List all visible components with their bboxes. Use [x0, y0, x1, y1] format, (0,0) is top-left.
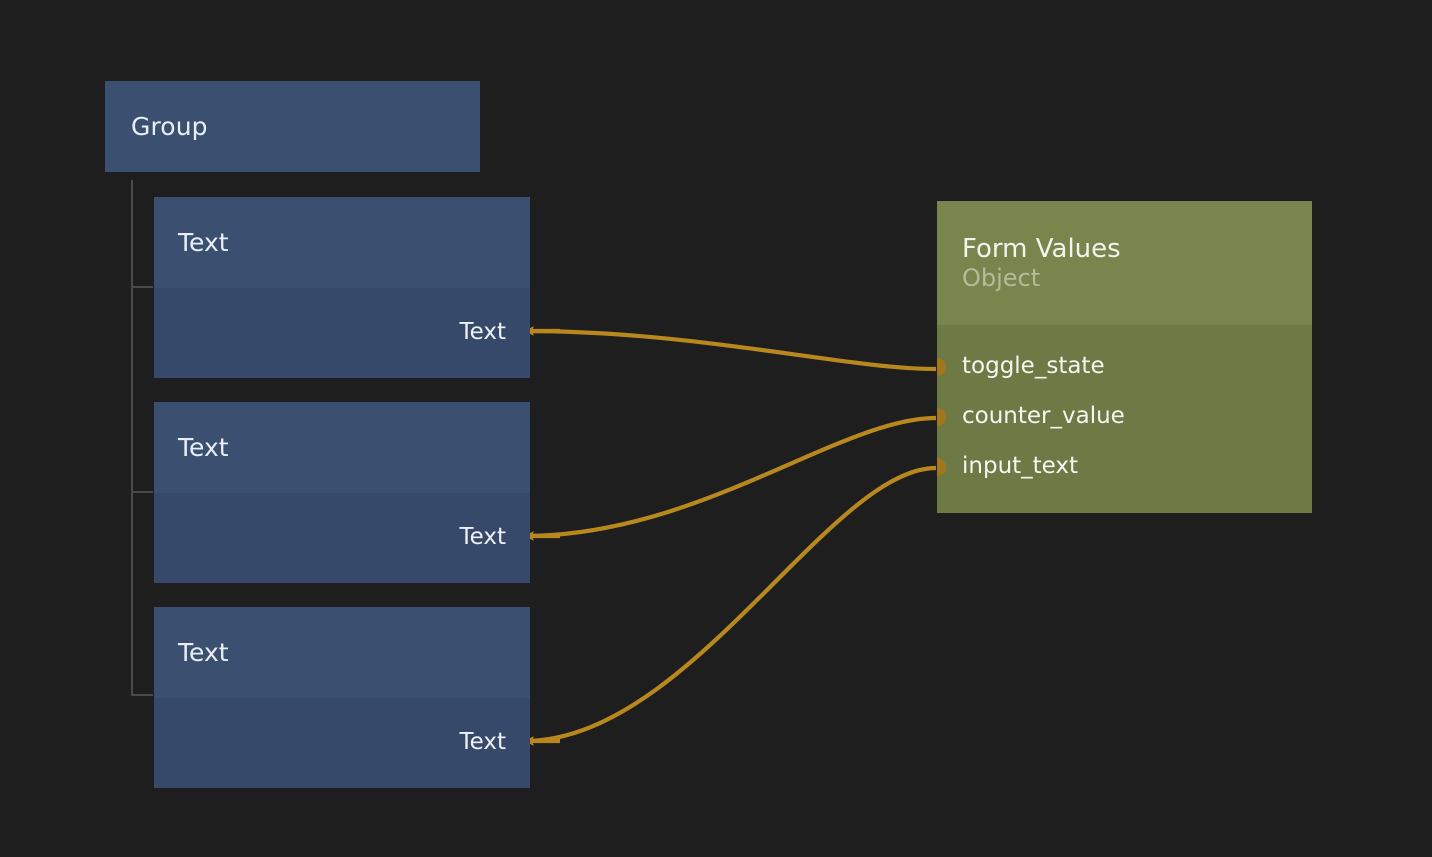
port-row-counter-value[interactable]: counter_value — [937, 392, 1312, 442]
tree-trunk-line — [131, 180, 133, 695]
port-dot-icon[interactable] — [937, 358, 946, 376]
child-node-1-header[interactable]: Text — [154, 197, 530, 288]
child-node-2-header[interactable]: Text — [154, 402, 530, 493]
port-label-counter-value: counter_value — [962, 403, 1125, 430]
edge-toggle-state-to-text-1[interactable] — [523, 326, 937, 372]
port-row-toggle-state[interactable]: toggle_state — [937, 342, 1312, 392]
child-node-3-body[interactable]: Text — [154, 698, 530, 788]
port-dot-icon[interactable] — [937, 458, 946, 476]
child-node-1-body[interactable]: Text — [154, 288, 530, 378]
form-values-node[interactable]: Form Values Object toggle_state counter_… — [937, 201, 1312, 513]
port-dot-icon[interactable] — [937, 408, 946, 426]
child-node-2[interactable]: Text Text — [154, 402, 530, 583]
child-node-1[interactable]: Text Text — [154, 197, 530, 378]
child-node-3-header[interactable]: Text — [154, 607, 530, 698]
group-node[interactable]: Group — [105, 81, 480, 172]
form-values-node-subtitle: Object — [962, 264, 1041, 293]
tree-stub-2 — [131, 491, 153, 493]
child-node-3-title: Text — [178, 637, 229, 667]
form-values-node-body: toggle_state counter_value input_text — [937, 325, 1312, 513]
child-node-3[interactable]: Text Text — [154, 607, 530, 788]
form-values-node-header[interactable]: Form Values Object — [937, 201, 1312, 325]
child-node-2-port[interactable]: Text — [459, 524, 506, 551]
child-node-2-body[interactable]: Text — [154, 493, 530, 583]
group-node-title: Group — [131, 111, 208, 141]
tree-stub-3 — [131, 694, 153, 696]
child-node-3-port[interactable]: Text — [459, 729, 506, 756]
child-node-2-title: Text — [178, 432, 229, 462]
port-label-input-text: input_text — [962, 453, 1079, 480]
group-node-header[interactable]: Group — [105, 81, 480, 172]
edge-input-text-to-text-3[interactable] — [523, 465, 937, 746]
edge-counter-value-to-text-2[interactable] — [523, 415, 937, 541]
tree-stub-1 — [131, 286, 153, 288]
form-values-node-title: Form Values — [962, 233, 1121, 264]
child-node-1-port[interactable]: Text — [459, 319, 506, 346]
port-label-toggle-state: toggle_state — [962, 353, 1105, 380]
port-row-input-text[interactable]: input_text — [937, 442, 1312, 492]
child-node-1-title: Text — [178, 227, 229, 257]
